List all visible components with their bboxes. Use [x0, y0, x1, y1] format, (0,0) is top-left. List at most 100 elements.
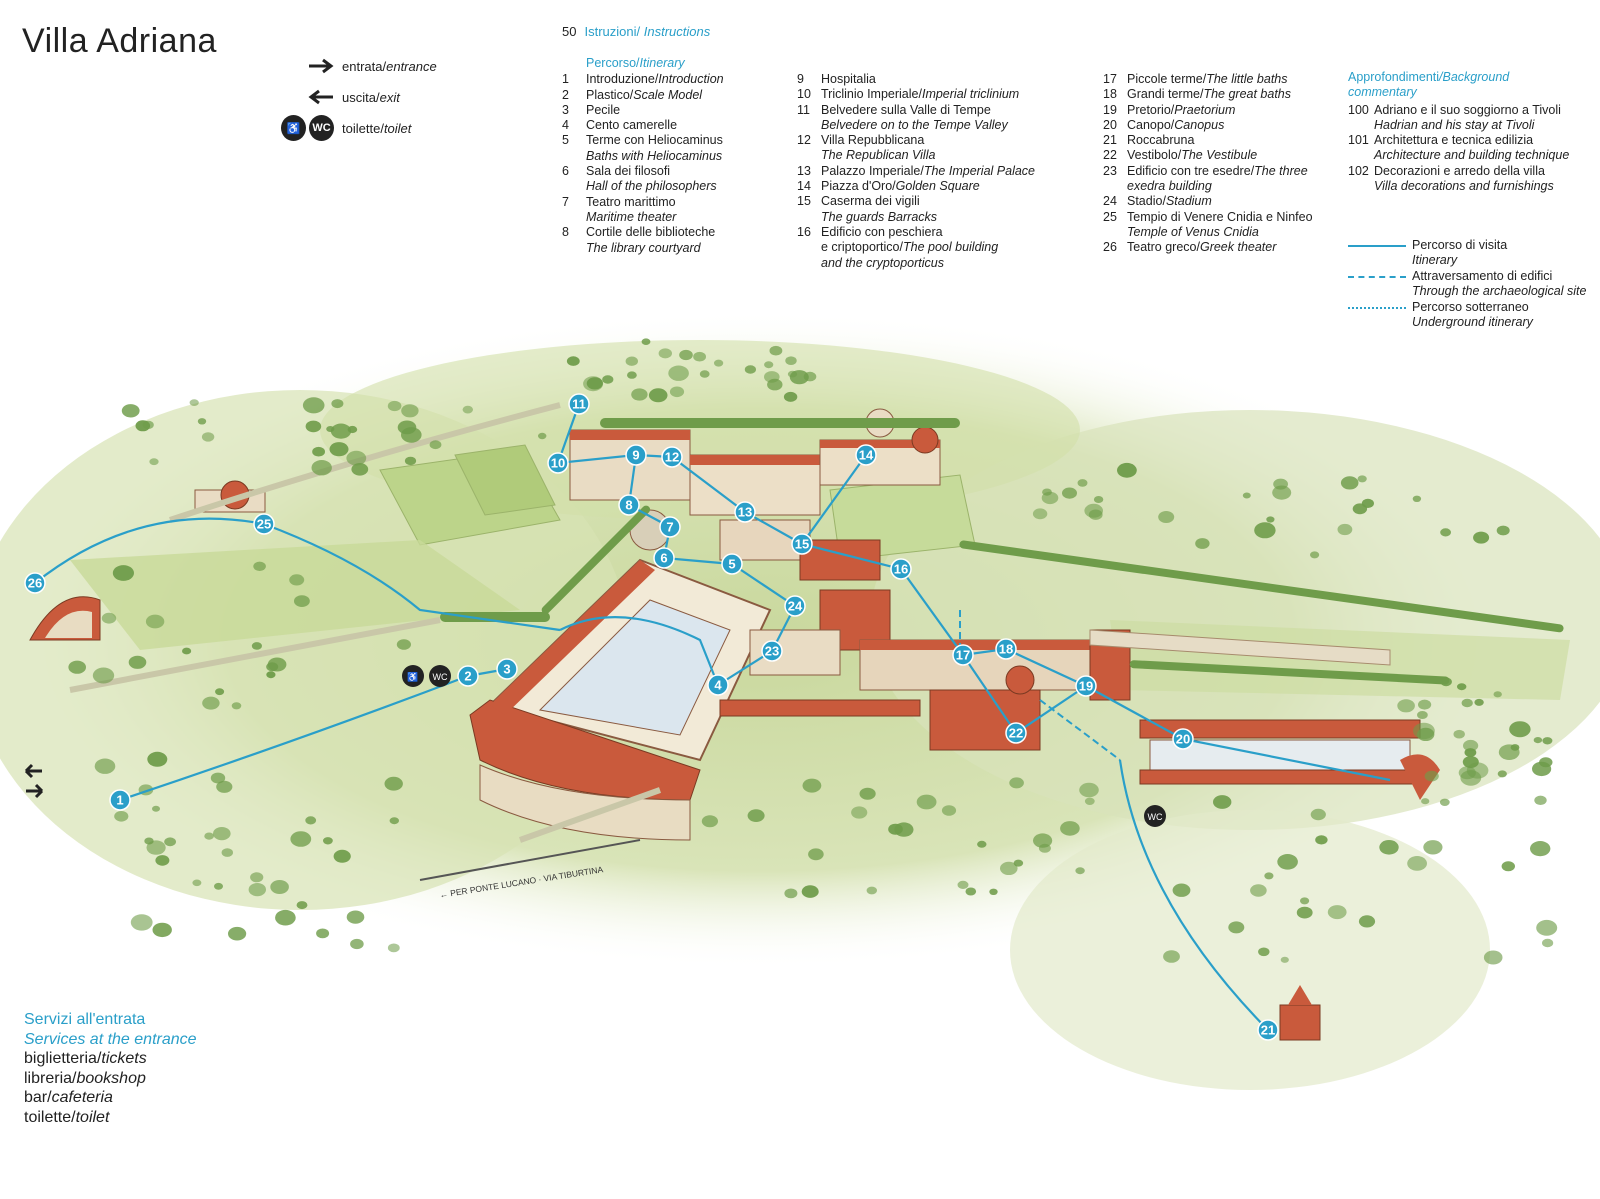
tree: [989, 888, 998, 895]
marker-11[interactable]: 11: [568, 393, 590, 415]
marker-22[interactable]: 22: [1005, 722, 1027, 744]
tree: [164, 837, 177, 847]
tree: [305, 816, 317, 825]
marker-24[interactable]: 24: [784, 595, 806, 617]
marker-label: 22: [1009, 726, 1023, 741]
marker-6[interactable]: 6: [653, 547, 675, 569]
tree: [1033, 833, 1053, 848]
route-legend-it: Percorso sotterraneo: [1412, 300, 1529, 314]
marker-26[interactable]: 26: [24, 572, 46, 594]
service-it: toilette: [24, 1108, 72, 1126]
marker-23[interactable]: 23: [761, 640, 783, 662]
marker-18[interactable]: 18: [995, 638, 1017, 660]
marker-21[interactable]: 21: [1257, 1019, 1279, 1041]
service-it: libreria: [24, 1069, 73, 1087]
tree: [808, 848, 824, 861]
tree: [668, 365, 689, 381]
tree: [1077, 479, 1088, 487]
tree: [1534, 795, 1547, 805]
marker-16[interactable]: 16: [890, 558, 912, 580]
tree: [783, 391, 798, 402]
marker-25[interactable]: 25: [253, 513, 275, 535]
tree: [346, 910, 365, 924]
itinerary-it: Plastico: [586, 87, 630, 102]
itinerary-number: 3: [562, 102, 569, 117]
marker-20[interactable]: 20: [1172, 728, 1194, 750]
route-dashed-line: [1348, 276, 1406, 278]
marker-9[interactable]: 9: [625, 444, 647, 466]
marker-label: 18: [999, 642, 1013, 657]
itinerary-number: 20: [1103, 117, 1117, 132]
tree: [221, 848, 233, 857]
marker-5[interactable]: 5: [721, 553, 743, 575]
marker-8[interactable]: 8: [618, 494, 640, 516]
service-item: bar/cafeteria: [24, 1089, 113, 1106]
marker-label: 4: [714, 678, 722, 693]
marker-12[interactable]: 12: [661, 446, 683, 468]
itinerary-it: Teatro marittimo: [586, 194, 676, 209]
itinerary-en: The pool building: [903, 240, 999, 255]
tree: [128, 655, 147, 669]
marker-1[interactable]: 1: [109, 789, 131, 811]
background-en: Villa decorations and furnishings: [1374, 179, 1554, 194]
tree: [1258, 947, 1270, 957]
itinerary-it: Piazza d'Oro: [821, 179, 893, 194]
itinerary-text: Grandi terme/The great baths: [1127, 87, 1291, 102]
itinerary-number: 12: [797, 133, 811, 148]
route-legend-it: Percorso di visita: [1412, 238, 1508, 252]
marker-17[interactable]: 17: [952, 644, 974, 666]
marker-2[interactable]: 2: [457, 665, 479, 687]
background-it: Architettura e tecnica edilizia: [1374, 133, 1534, 148]
itinerary-it: Hospitalia: [821, 72, 876, 86]
tree: [149, 458, 159, 466]
itinerary-number: 2: [562, 87, 569, 102]
tree: [1009, 777, 1024, 789]
tree: [1352, 503, 1368, 515]
tree: [404, 456, 417, 466]
instructions-en: Instructions: [643, 24, 711, 39]
marker-19[interactable]: 19: [1075, 675, 1097, 697]
tree: [202, 696, 220, 710]
marker-4[interactable]: 4: [707, 674, 729, 696]
tree: [1340, 476, 1359, 490]
marker-7[interactable]: 7: [659, 516, 681, 538]
tree: [658, 348, 672, 359]
itinerary-number: 9: [797, 72, 804, 86]
tree: [267, 657, 287, 672]
marker-3[interactable]: 3: [496, 658, 518, 680]
itinerary-number: 24: [1103, 194, 1117, 209]
tree: [764, 361, 774, 369]
tree: [329, 442, 349, 457]
tree: [538, 432, 547, 440]
itinerary-it: Cento camerelle: [586, 118, 678, 133]
map-toilet-entrance: ♿ WC: [402, 665, 451, 687]
tree: [1473, 531, 1490, 544]
tree: [1497, 770, 1507, 778]
marker-14[interactable]: 14: [855, 444, 877, 466]
itinerary-en: The Imperial Palace: [923, 163, 1036, 178]
legend-entrance: entrata/entrance: [278, 52, 478, 80]
itinerary-text: Vestibolo/The Vestibule: [1127, 148, 1258, 163]
tree: [693, 351, 706, 362]
tree: [312, 446, 325, 457]
marker-13[interactable]: 13: [734, 501, 756, 523]
background-number: 102: [1348, 163, 1369, 178]
itinerary-it: Roccabruna: [1127, 133, 1195, 148]
tree: [888, 823, 903, 835]
marker-15[interactable]: 15: [791, 533, 813, 555]
tree: [145, 614, 165, 629]
svg-text:♿: ♿: [407, 671, 418, 682]
tree: [253, 561, 266, 571]
tree: [331, 399, 344, 409]
itinerary-en: Imperial triclinium: [921, 87, 1020, 102]
marker-10[interactable]: 10: [547, 452, 569, 474]
